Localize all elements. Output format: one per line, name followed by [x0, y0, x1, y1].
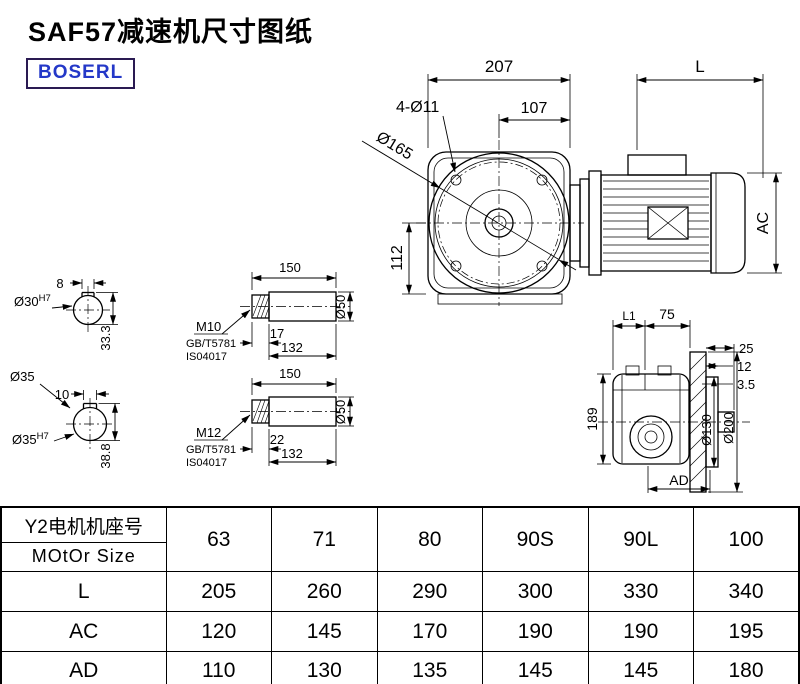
table-row-AD: AD 110 130 135 145 145 180	[0, 651, 800, 684]
motor-size-value: 63	[165, 506, 272, 572]
technical-drawing: 207 L 107 4-Ø11 Ø165 112 AC	[10, 57, 782, 493]
motor-size-label-en: MOtOr Size	[31, 546, 136, 566]
AC-value: 190	[587, 611, 694, 652]
AD-value: 135	[376, 651, 483, 684]
label-bolt-holes: 4-Ø11	[396, 99, 439, 116]
table-row-sizes: Y2电机机座号 MOtOr Size 63 71 80 90S 90L 100	[0, 506, 800, 572]
dim-shaft-dia-b: Ø50	[333, 400, 348, 425]
dim-AD: AD	[669, 472, 688, 488]
dim-207: 207	[485, 57, 513, 76]
label-bore-b: Ø35H7	[12, 431, 49, 447]
dim-shaft-dia-a: Ø50	[333, 295, 348, 320]
AD-value: 180	[693, 651, 800, 684]
row-label-AC: AC	[0, 611, 167, 652]
AD-value: 110	[165, 651, 272, 684]
shaft-a-side: 150 M10 GB/T5781 IS04017 17 132 Ø50	[186, 260, 354, 363]
dim-length-b: 150	[279, 366, 301, 381]
side-view-dimensions: L1 75 25 12 3.5 189 Ø130 Ø200 AD	[584, 306, 755, 493]
dim-keyway-width-b: 10	[55, 387, 69, 402]
dim-107: 107	[521, 100, 548, 117]
dim-flange-diameter: Ø165	[373, 129, 415, 164]
AD-value: 145	[587, 651, 694, 684]
dim-dia-200: Ø200	[721, 412, 736, 444]
AC-value: 170	[376, 611, 483, 652]
brand-text: BOSERL	[38, 62, 124, 83]
brand-logo: BOSERL	[26, 58, 136, 89]
label-standard2-b: IS04017	[186, 457, 227, 469]
label-bore-a: Ø30H7	[14, 293, 51, 309]
table-row-AC: AC 120 145 170 190 190 195	[0, 611, 800, 652]
motor-size-value: 90S	[482, 506, 589, 572]
AC-value: 190	[482, 611, 589, 652]
motor-size-value: 71	[271, 506, 378, 572]
dim-keyway-width-a: 8	[56, 276, 63, 291]
AC-value: 120	[165, 611, 272, 652]
L-value: 340	[693, 571, 800, 612]
dim-25: 25	[739, 341, 753, 356]
table-row-L: L 205 260 290 300 330 340	[0, 571, 800, 612]
motor-size-value: 100	[693, 506, 800, 572]
AC-value: 195	[693, 611, 800, 652]
dim-key-depth-a: 33.3	[98, 325, 113, 350]
dimension-table: Y2电机机座号 MOtOr Size 63 71 80 90S 90L 100 …	[0, 506, 800, 684]
row-label-AD: AD	[0, 651, 167, 684]
dim-75: 75	[659, 306, 675, 322]
dim-12: 12	[737, 359, 751, 374]
dim-thread-len-a: 17	[270, 326, 284, 341]
L-value: 330	[587, 571, 694, 612]
L-value: 290	[376, 571, 483, 612]
label-standard1-b: GB/T5781	[186, 444, 236, 456]
motor-size-value: 80	[376, 506, 483, 572]
L-value: 260	[271, 571, 378, 612]
dim-body-len-a: 132	[281, 340, 303, 355]
dim-L: L	[695, 57, 704, 76]
motor-size-value: 90L	[587, 506, 694, 572]
motor-body	[569, 154, 746, 276]
gearbox-front-view	[416, 140, 584, 306]
dim-3-5: 3.5	[737, 377, 755, 392]
dim-112: 112	[389, 245, 406, 271]
dim-thread-len-b: 22	[270, 432, 284, 447]
shaft-b-section: Ø35 10 Ø35H7 38.8	[10, 369, 120, 469]
dim-length-a: 150	[279, 260, 301, 275]
dim-body-len-b: 132	[281, 446, 303, 461]
row-label-L: L	[0, 571, 167, 612]
shaft-b-side: 150 M12 GB/T5781 IS04017 22 132 Ø50	[186, 366, 354, 469]
dim-dia-130: Ø130	[699, 414, 714, 446]
motor-size-label-cn: Y2电机机座号	[2, 508, 166, 543]
dim-AC: AC	[755, 212, 772, 234]
L-value: 205	[165, 571, 272, 612]
page-title: SAF57减速机尺寸图纸	[28, 17, 314, 47]
shaft-a-section: 8 Ø30H7 33.3	[14, 276, 118, 351]
label-standard1-a: GB/T5781	[186, 338, 236, 350]
dim-189: 189	[584, 407, 600, 431]
table-header-cell: Y2电机机座号 MOtOr Size	[0, 506, 167, 572]
dim-L1: L1	[622, 309, 636, 323]
gearbox-side-view	[598, 351, 750, 493]
dim-key-depth-b: 38.8	[98, 443, 113, 468]
AD-value: 130	[271, 651, 378, 684]
front-view-dimensions: 207 L 107 4-Ø11 Ø165 112 AC	[361, 57, 782, 295]
L-value: 300	[482, 571, 589, 612]
label-thread-a: M10	[196, 319, 221, 334]
AD-value: 145	[482, 651, 589, 684]
label-thread-b: M12	[196, 425, 221, 440]
label-dia-note-b: Ø35	[10, 369, 35, 384]
AC-value: 145	[271, 611, 378, 652]
label-standard2-a: IS04017	[186, 351, 227, 363]
